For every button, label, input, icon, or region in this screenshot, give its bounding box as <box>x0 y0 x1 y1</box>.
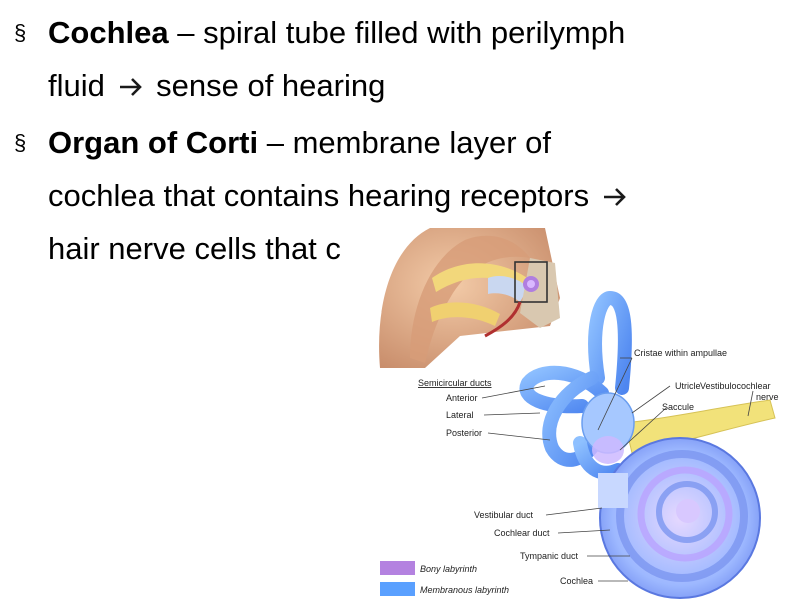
cochlea-spiral <box>599 437 761 599</box>
bullet-cochlea-line-1: Cochlea – spiral tube filled with perily… <box>48 16 625 50</box>
bullet-marker-icon: § <box>14 20 27 45</box>
legend-swatch-bony <box>380 561 415 575</box>
label-lateral: Lateral <box>446 410 474 420</box>
semicircular-ducts <box>519 290 632 480</box>
bullet-marker-icon: § <box>14 130 27 155</box>
legend-membranous-label: Membranous labyrinth <box>420 585 509 595</box>
inner-ear-illustration: Semicircular ducts Anterior Lateral Post… <box>379 228 779 599</box>
label-cochlea: Cochlea <box>560 576 593 586</box>
bullet-corti-line-3: hair nerve cells that c <box>48 232 341 266</box>
saccule-shape <box>592 436 624 464</box>
diagram-legend: Bony labyrinth Membranous labyrinth <box>380 561 509 596</box>
corti-definition: – membrane layer of <box>258 125 552 160</box>
label-semicircular-ducts: Semicircular ducts <box>418 378 492 388</box>
right-arrow-icon <box>119 78 142 96</box>
leader-lines <box>481 357 754 582</box>
bullet-cochlea-line-2: fluid sense of hearing <box>48 69 385 103</box>
cochlea-fluid-text: fluid <box>48 68 105 103</box>
cochlea-function-text: sense of hearing <box>156 68 386 103</box>
label-posterior: Posterior <box>446 428 482 438</box>
ear-cross-section-inset <box>379 228 560 368</box>
bullet-corti-line-2: cochlea that contains hearing receptors <box>48 179 632 213</box>
legend-swatch-membranous <box>380 582 415 596</box>
legend-bony-label: Bony labyrinth <box>420 564 477 574</box>
cochlea-definition: – spiral tube filled with perilymph <box>168 15 626 50</box>
label-nerve: nerve <box>756 392 779 402</box>
label-utricle: Utricle <box>675 381 701 391</box>
label-vestibular-duct: Vestibular duct <box>474 510 534 520</box>
label-saccule: Saccule <box>662 402 694 412</box>
label-tympanic-duct: Tympanic duct <box>520 551 579 561</box>
corti-receptors-text: cochlea that contains hearing receptors <box>48 178 590 213</box>
label-vestibulocochlear: Vestibulocochlear <box>700 381 771 391</box>
bullet-corti-line-1: Organ of Corti – membrane layer of <box>48 126 551 160</box>
label-anterior: Anterior <box>446 393 478 403</box>
term-cochlea: Cochlea <box>48 15 169 50</box>
corti-hair-cells-text: hair nerve cells that c <box>48 231 341 266</box>
right-arrow-icon <box>603 188 626 206</box>
term-organ-of-corti: Organ of Corti <box>48 125 259 160</box>
cochlear-base <box>598 473 628 508</box>
label-cristae: Cristae within ampullae <box>634 348 727 358</box>
label-cochlear-duct: Cochlear duct <box>494 528 550 538</box>
